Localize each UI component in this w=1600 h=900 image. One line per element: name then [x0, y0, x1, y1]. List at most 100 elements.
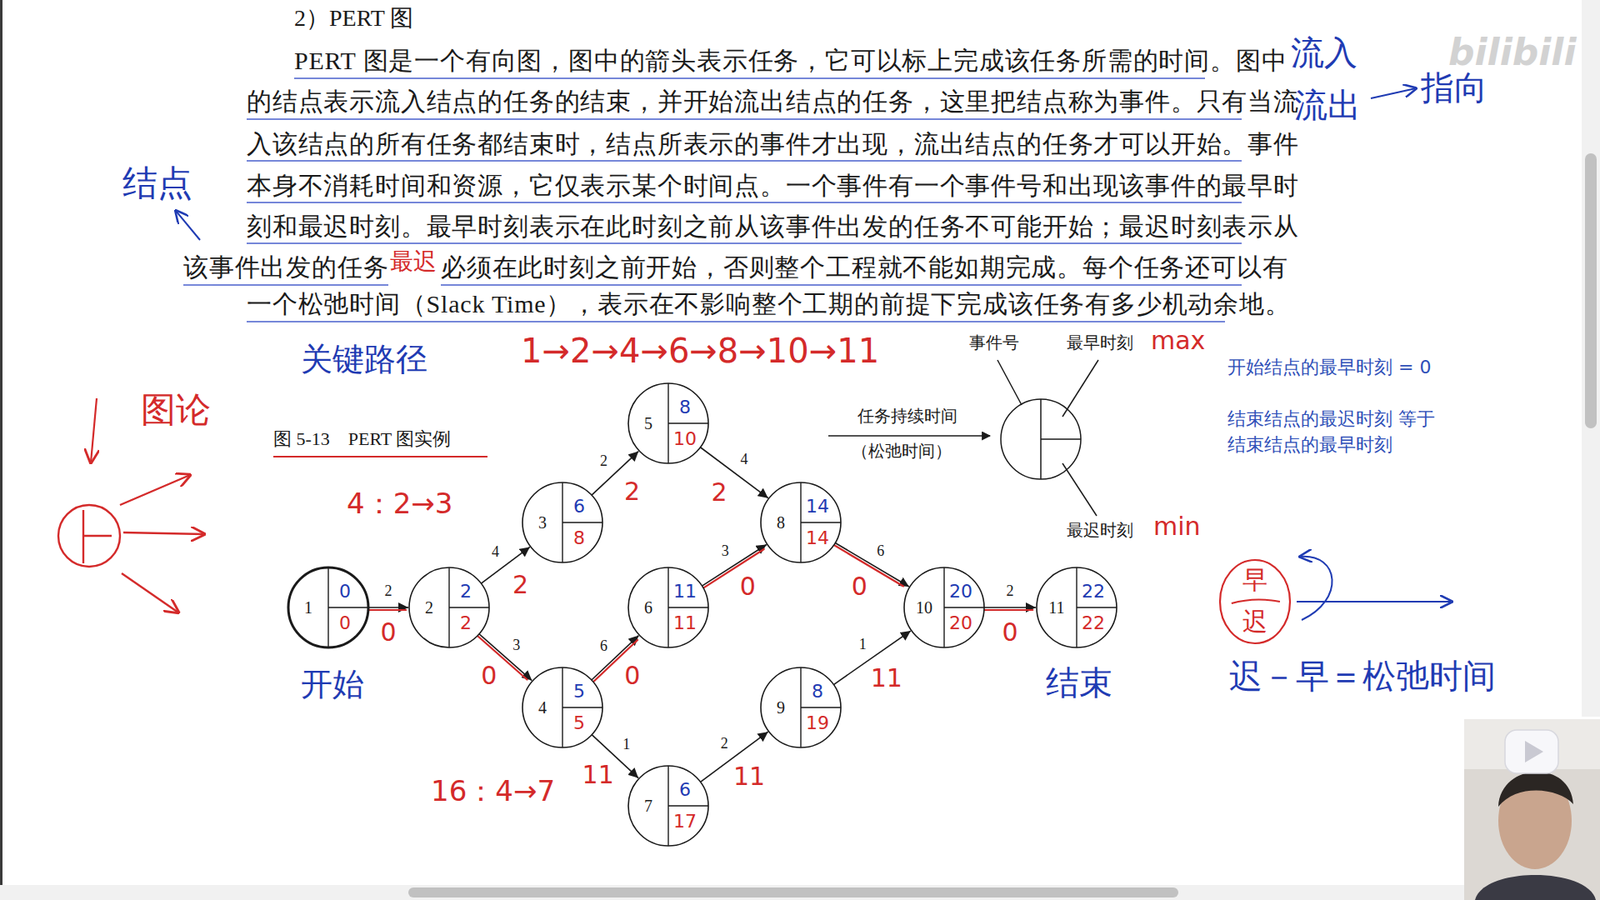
earliest-time: 22 — [1078, 580, 1109, 604]
handwritten-note: 流出 — [1294, 85, 1361, 125]
handwritten-note: 4：2→3 — [346, 487, 453, 520]
latest-time: 8 — [564, 526, 595, 550]
event-node: 102020 — [902, 565, 986, 650]
latest-time: 20 — [945, 611, 976, 635]
latest-time: 2 — [450, 611, 481, 635]
latest-time: 19 — [802, 711, 833, 735]
window-edge — [0, 0, 3, 900]
legend-callout: （松弛时间） — [851, 441, 952, 461]
slack-time: 0 — [378, 618, 398, 648]
handwritten-note: 指向 — [1420, 68, 1488, 107]
task-duration: 6 — [597, 636, 610, 655]
pointer-arrow — [175, 210, 200, 240]
event-circle — [520, 665, 605, 750]
paragraph-line: 的结点表示流入结点的任务的结束，并开始流出结点的任务，这里把结点称为事件。只有当… — [246, 87, 1300, 117]
task-duration: 2 — [597, 452, 610, 470]
handwritten-note: max — [1150, 326, 1205, 356]
task-duration: 2 — [718, 735, 731, 753]
slack-time: 11 — [580, 760, 616, 790]
paragraph-line: 必须在此时刻之前开始，否则整个工程就不能如期完成。每个任务还可以有 — [440, 253, 1288, 283]
event-number: 5 — [630, 411, 667, 435]
event-number: 10 — [905, 595, 943, 620]
handwritten-note: 早 — [1218, 565, 1292, 595]
note-circle: 早迟 — [1218, 558, 1292, 645]
event-node: 222 — [407, 565, 491, 650]
handwritten-note: 结束 — [1045, 663, 1113, 702]
event-circle — [286, 565, 370, 650]
earliest-time: 14 — [802, 495, 833, 519]
event-number: 1 — [290, 595, 327, 620]
task-arrow — [984, 606, 1036, 609]
event-circle — [407, 565, 491, 650]
rule-note: 开始结点的最早时刻 = 0 — [1227, 356, 1431, 378]
event-number: 2 — [410, 595, 448, 620]
handwritten-note: 流入 — [1290, 33, 1358, 72]
event-node: 100 — [286, 565, 370, 650]
task-duration: 4 — [489, 543, 502, 561]
handwritten-note: 最迟 — [390, 248, 437, 275]
handwritten-note: 结点 — [122, 163, 193, 204]
task-duration: 1 — [620, 735, 633, 754]
event-number: 11 — [1038, 595, 1075, 620]
slack-time: 0 — [479, 661, 499, 691]
task-duration: 1 — [856, 635, 870, 654]
event-number: 4 — [524, 695, 561, 720]
event-node: 611 11 — [626, 565, 710, 650]
latest-time: 10 — [670, 427, 700, 451]
event-legend-symbol — [828, 360, 1099, 516]
handwritten-note: 迟 — [1218, 606, 1292, 637]
event-node: 58 10 — [626, 381, 710, 465]
handwritten-note: 关键路径 — [300, 341, 428, 379]
event-node: 1122 22 — [1035, 565, 1119, 650]
event-node: 81414 — [759, 480, 843, 565]
event-number: 9 — [762, 695, 800, 720]
slack-time: 2 — [710, 478, 730, 508]
critical-path-mark — [368, 609, 406, 611]
paragraph-line: 一个松弛时间（Slack Time），表示在不影响整个工期的前提下完成该任务有多… — [246, 290, 1291, 320]
caption-underline — [273, 455, 488, 458]
pointer-arrow — [1370, 88, 1416, 99]
presenter-video — [1464, 719, 1600, 900]
latest-time: 11 — [670, 611, 700, 635]
pointer-arrow — [90, 398, 97, 463]
rule-note: 结束结点的最迟时刻 等于 结束结点的最早时刻 — [1227, 406, 1448, 459]
handwritten-note: 迟－早＝松弛时间 — [1229, 656, 1496, 695]
task-duration: 4 — [738, 450, 751, 469]
slack-time: 2 — [510, 570, 530, 600]
pointer-arrow — [1300, 556, 1333, 620]
event-node: 98 19 — [759, 665, 843, 750]
task-duration: 3 — [510, 635, 523, 654]
latest-time: 17 — [670, 810, 700, 834]
task-arrow — [835, 542, 910, 587]
event-number: 3 — [524, 510, 561, 535]
earliest-time: 8 — [670, 395, 700, 420]
earliest-time: 2 — [450, 580, 481, 604]
legend-callout: 任务持续时间 — [857, 406, 958, 426]
slack-time: 11 — [869, 664, 905, 694]
event-number: 6 — [630, 595, 667, 620]
critical-path-mark — [984, 609, 1033, 611]
earliest-time: 11 — [670, 580, 700, 604]
paragraph-line: 该事件出发的任务 — [183, 253, 389, 283]
pointer-arrow — [1296, 600, 1452, 603]
slack-time: 11 — [731, 762, 767, 792]
slack-time: 0 — [850, 571, 870, 601]
earliest-time: 8 — [802, 680, 833, 704]
legend-callout: 事件号 — [969, 333, 1020, 353]
task-duration: 6 — [874, 541, 887, 560]
legend-callout: 最迟时刻 — [1066, 520, 1134, 540]
paragraph-line: 刻和最迟时刻。最早时刻表示在此时刻之前从该事件出发的任务不可能开始；最迟时刻表示… — [246, 212, 1300, 242]
latest-time: 0 — [330, 611, 360, 635]
task-duration: 2 — [382, 582, 395, 600]
slack-time: 0 — [738, 571, 758, 601]
slack-time: 2 — [622, 476, 642, 506]
paragraph-line: 本身不消耗时间和资源，它仅表示某个时间点。一个事件有一个事件号和出现该事件的最早… — [246, 171, 1300, 201]
event-number: 8 — [762, 510, 800, 535]
handwritten-note: 开始 — [300, 666, 365, 704]
event-circle — [759, 480, 843, 565]
latest-time: 22 — [1078, 611, 1109, 635]
paragraph-line: PERT 图是一个有向图，图中的箭头表示任务，它可以标上完成该任务所需的时间。图… — [294, 46, 1287, 76]
task-duration: 2 — [1004, 582, 1017, 600]
critical-path-note: 1→2→4→6→8→10→11 — [520, 331, 880, 370]
